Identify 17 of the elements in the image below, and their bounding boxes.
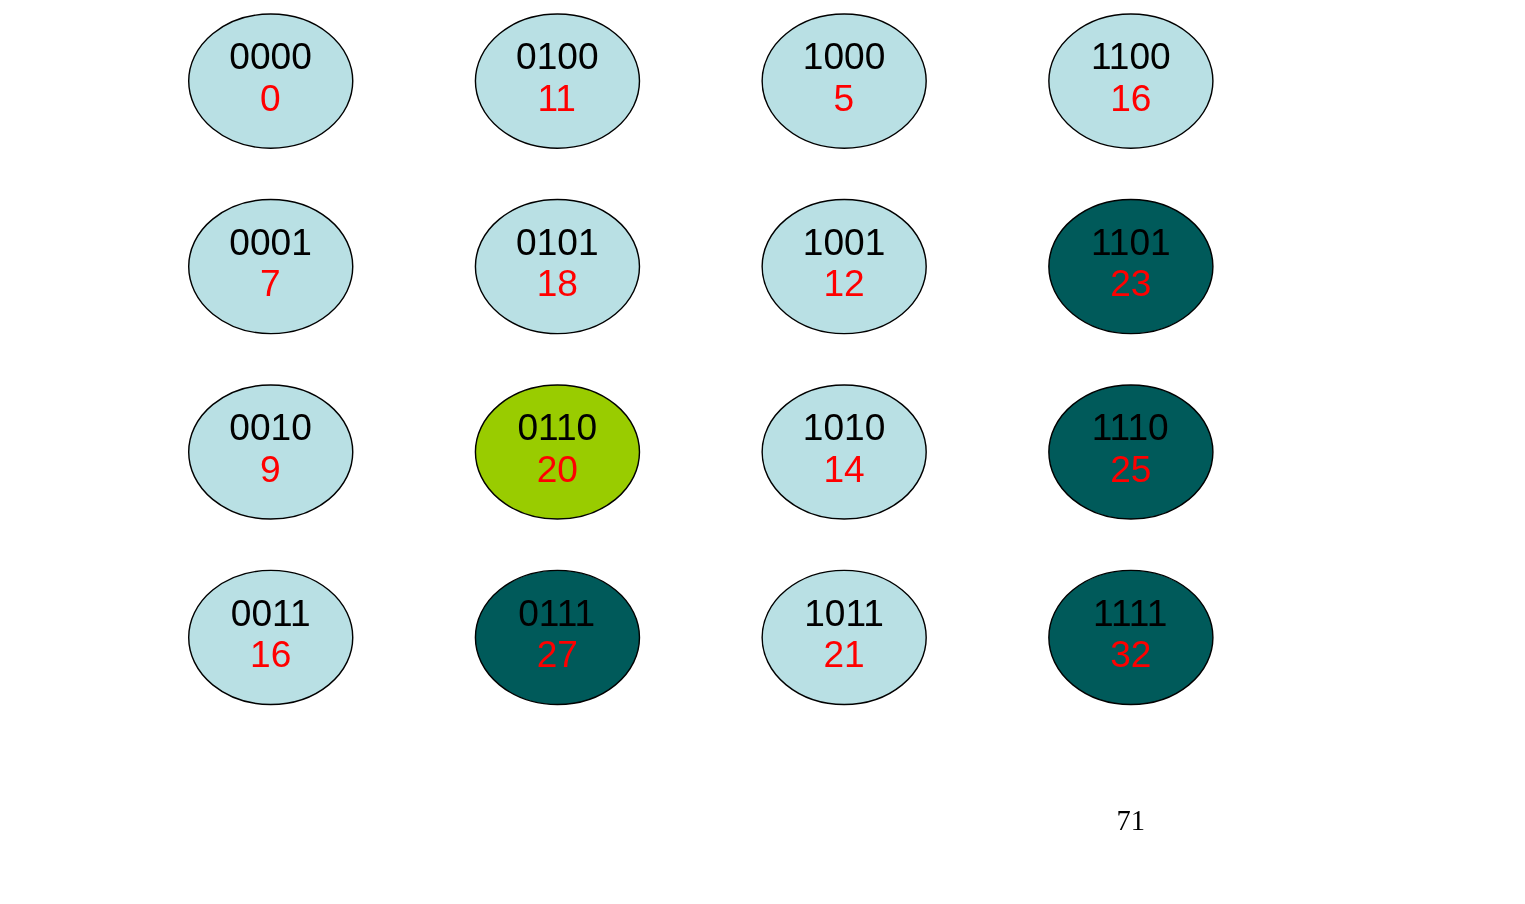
node-ellipse: 0001 7 <box>188 198 354 335</box>
node-ellipse: 1011 21 <box>761 569 927 706</box>
node-ellipse: 1000 5 <box>761 13 927 149</box>
node-ellipse: 1110 25 <box>1048 384 1214 520</box>
node-ellipse: 0110 20 <box>474 384 641 520</box>
node-ellipse: 0111 27 <box>474 569 641 706</box>
node-ellipse: 1111 32 <box>1048 569 1214 706</box>
node-ellipse: 1101 23 <box>1048 198 1214 335</box>
node-ellipse: 0000 0 <box>188 13 354 149</box>
label: 71 <box>1116 805 1146 837</box>
node-ellipse: 0010 9 <box>188 384 354 520</box>
node-ellipse: 0101 18 <box>474 198 641 335</box>
node-ellipse: 1001 12 <box>761 198 927 335</box>
node-ellipse: 0011 16 <box>188 569 354 706</box>
node-ellipse: 1010 14 <box>761 384 927 520</box>
node-ellipse: 1100 16 <box>1048 13 1214 149</box>
node-ellipse: 0100 11 <box>474 13 641 149</box>
